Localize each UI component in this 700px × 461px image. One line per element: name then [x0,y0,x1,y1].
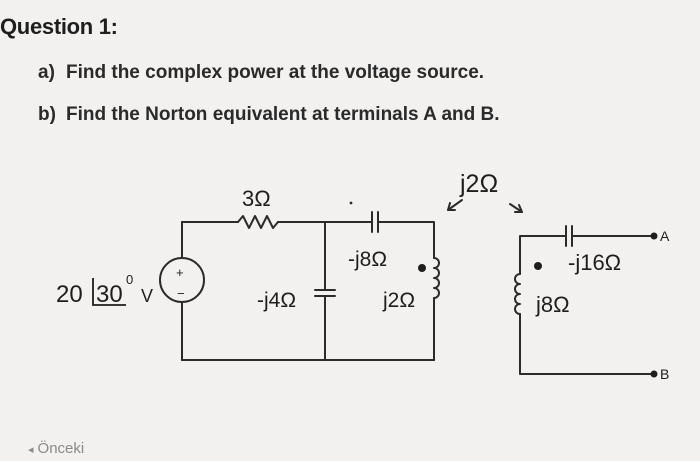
part-b-label: b) [38,104,56,125]
part-a-label: a) [38,62,55,83]
polarity-dot-left-icon [418,264,426,272]
source-plus-sign: + [176,265,184,280]
question-part-b: b) Find the Norton equivalent at terminal… [38,104,500,126]
previous-link[interactable]: ◂Önceki [28,440,84,457]
previous-label: Önceki [37,440,85,457]
part-a-text: Find the complex power at the voltage so… [66,62,485,83]
stray-mark-icon [349,201,353,205]
label-c3: -j16Ω [568,250,621,275]
terminal-b-label: B [660,366,669,382]
coupling-arrowhead-left-icon [447,202,456,211]
source-minus-sign: − [177,286,185,301]
label-c1: -j4Ω [257,289,296,312]
question-part-a: a) Find the complex power at the voltage … [38,62,484,84]
label-l2: j8Ω [535,292,570,317]
source-magnitude: 20 [56,281,83,308]
inductor-j2 [433,257,440,299]
label-l1: j2Ω [382,289,415,312]
polarity-dot-right-icon [534,262,542,270]
wire-to-b [519,313,653,375]
label-c2: -j8Ω [348,248,387,271]
angle-symbol-icon [92,278,126,306]
terminal-a-label: A [660,228,670,244]
terminal-b-node-icon [650,370,658,378]
label-mutual: j2Ω [459,170,498,198]
terminal-a-node-icon [650,232,658,240]
inductor-j8 [514,273,521,315]
coupling-arrow-right-icon [509,203,523,213]
wire-top-right [377,221,435,259]
coupling-arrow-left-icon [447,199,463,211]
source-unit: V [141,286,153,306]
resistor-3-ohm [237,215,279,229]
wire-right-top [519,235,567,275]
question-title: Question 1: [0,14,118,39]
part-b-text: Find the Norton equivalent at terminals … [66,104,500,125]
coupling-arrowhead-right-icon [514,204,523,213]
source-angle: 30 [96,281,123,308]
triangle-left-icon: ◂ [28,444,34,456]
source-degree: 0 [126,272,133,287]
label-r1: 3Ω [242,186,271,211]
